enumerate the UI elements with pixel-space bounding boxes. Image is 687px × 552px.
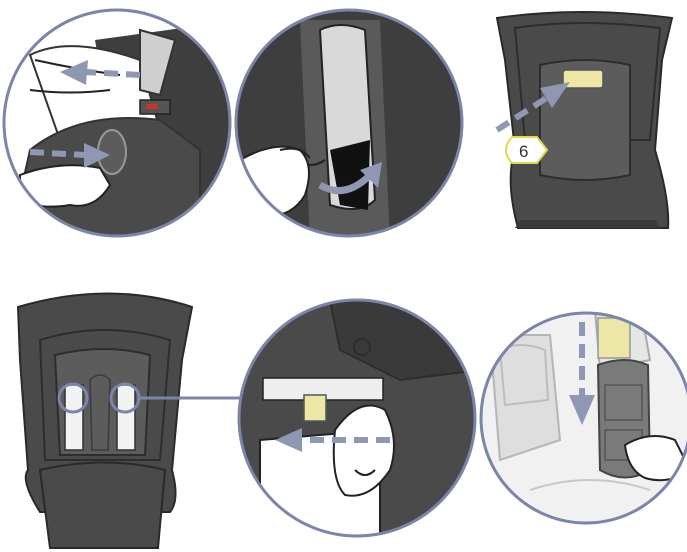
arrow-right [30,152,85,155]
release-button [563,70,603,88]
step-badge: 6 [506,137,547,163]
arrow-left [85,72,140,75]
panel-bottom-middle [235,295,480,540]
panel-top-left [0,0,240,240]
step-number: 6 [519,142,528,161]
strap-left [65,385,83,450]
panel-bottom-right [475,305,687,530]
panel-top-right: 6 [497,12,672,228]
panel-top-middle [230,0,470,240]
strap-right [117,385,135,450]
latch [598,318,630,358]
panel-bottom-left [18,294,241,549]
